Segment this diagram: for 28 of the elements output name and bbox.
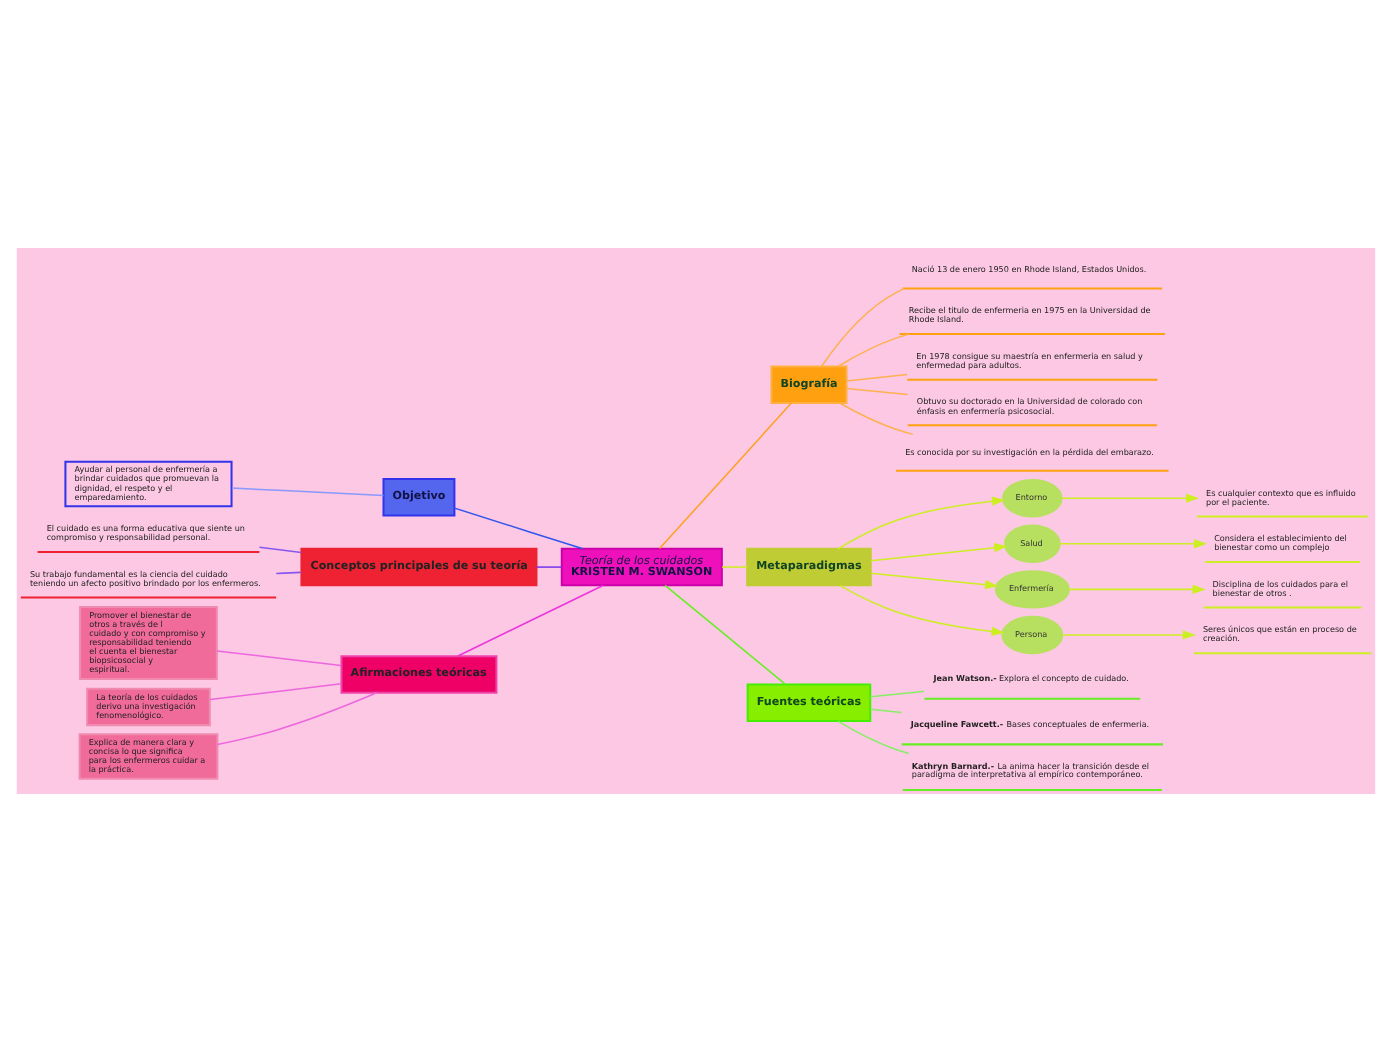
connector: [457, 583, 604, 656]
connector: [453, 506, 584, 549]
connector: [535, 565, 563, 567]
connector: [845, 386, 909, 395]
connector: [869, 689, 925, 697]
connector: [275, 570, 302, 574]
connector: [216, 649, 342, 666]
arrow: [1061, 629, 1196, 639]
connector: [664, 583, 787, 685]
arrow: [870, 571, 999, 589]
connector: [838, 401, 914, 435]
connector: [837, 719, 910, 754]
connector: [721, 565, 748, 567]
arrow: [837, 495, 1006, 549]
connector: [216, 691, 378, 745]
connector: [837, 332, 910, 367]
connector: [658, 401, 793, 549]
arrow: [1068, 583, 1206, 593]
arrow: [870, 542, 1008, 561]
arrow: [1061, 492, 1200, 502]
arrow: [838, 583, 1005, 635]
connector: [231, 486, 385, 496]
arrow: [1059, 538, 1208, 548]
connector: [845, 372, 908, 381]
connector: [869, 707, 903, 713]
connector: [258, 545, 302, 553]
connector: [820, 286, 905, 367]
connector: [209, 682, 342, 700]
